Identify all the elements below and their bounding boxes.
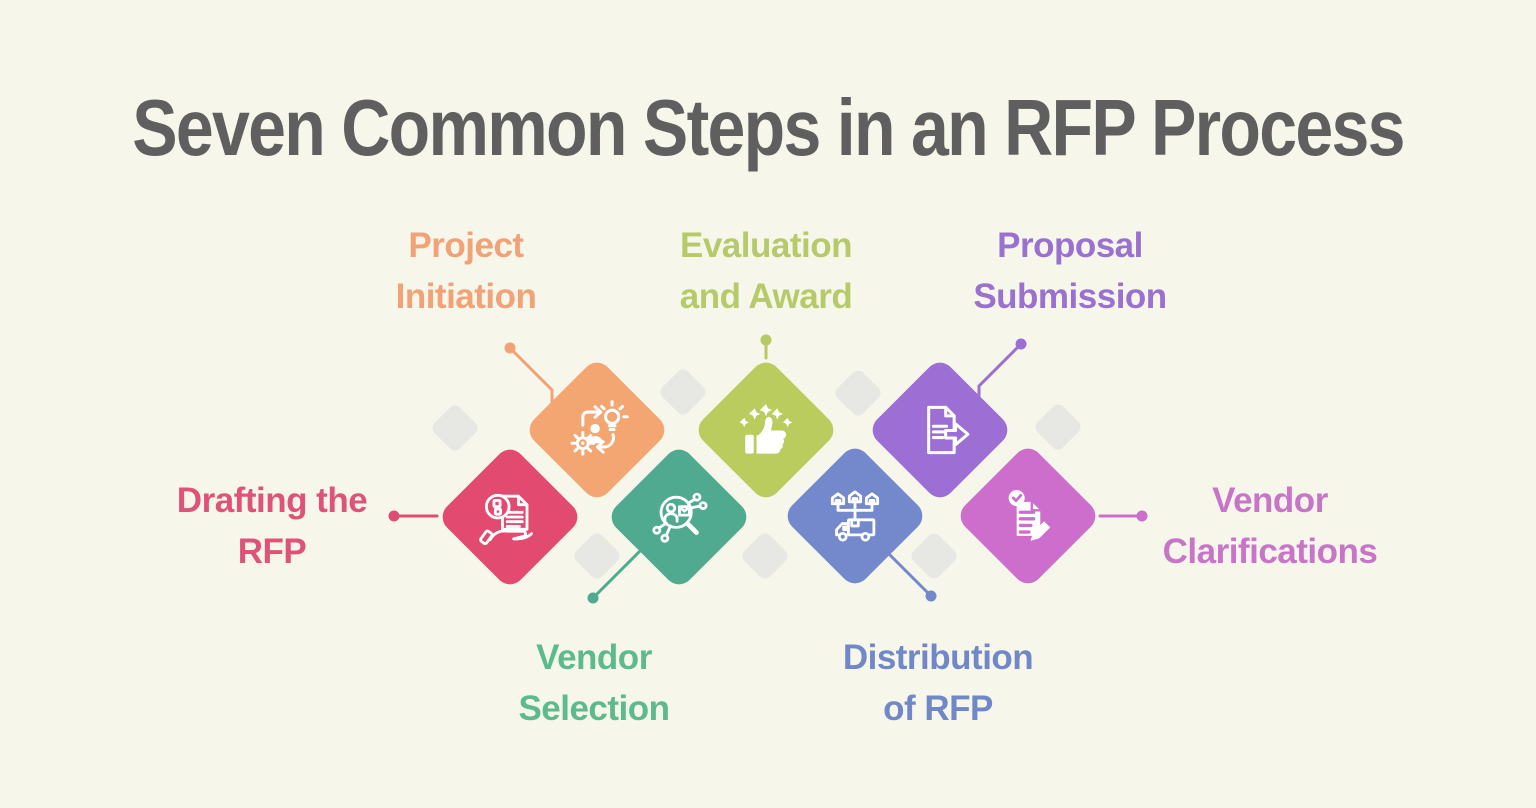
step-label-distribution-rfp: Distribution of RFP [768, 632, 1108, 734]
step-label-proposal-submission: Proposal Submission [900, 220, 1240, 322]
step-label-drafting-rfp: Drafting the RFP [102, 475, 442, 577]
connector-evaluation-award [760, 334, 772, 360]
step-label-line: Selection [518, 689, 670, 728]
step-diamond-vendor-clarifications [954, 442, 1102, 590]
step-diamond-project-initiation [523, 356, 671, 504]
page-title: Seven Common Steps in an RFP Process [132, 83, 1405, 172]
step-diamond-drafting-rfp [436, 443, 584, 591]
step-diamond-vendor-selection [605, 443, 753, 591]
process-cycle-icon [545, 378, 649, 482]
step-diamond-evaluation-award [692, 356, 840, 504]
step-label-line: Clarifications [1162, 532, 1378, 571]
document-submit-icon [888, 378, 992, 482]
step-label-line: Initiation [395, 277, 537, 316]
delivery-truck-icon [803, 464, 907, 568]
connector-project-initiation [504, 342, 554, 404]
hand-document-icon [458, 465, 562, 569]
step-label-line: RFP [237, 532, 307, 571]
step-label-evaluation-award: Evaluation and Award [596, 220, 936, 322]
step-diamond-proposal-submission [866, 356, 1014, 504]
step-label-line: of RFP [883, 689, 993, 728]
magnifier-people-icon [627, 465, 731, 569]
step-label-vendor-clarifications: Vendor Clarifications [1100, 475, 1440, 577]
step-label-line: Distribution [842, 638, 1034, 677]
step-label-project-initiation: Project Initiation [296, 220, 636, 322]
connector-vendor-selection [587, 549, 642, 604]
connector-drafting-rfp [388, 510, 439, 522]
connector-distribution-rfp [888, 553, 937, 602]
step-label-line: Proposal [997, 226, 1143, 265]
thumbs-up-stars-icon [714, 378, 818, 482]
connector-proposal-submission [977, 338, 1027, 399]
step-label-line: Evaluation [680, 226, 852, 265]
step-label-line: Submission [973, 277, 1167, 316]
step-label-line: and Award [679, 277, 853, 316]
step-label-line: Project [408, 226, 524, 265]
checklist-pencil-icon [976, 464, 1080, 568]
step-label-vendor-selection: Vendor Selection [424, 632, 764, 734]
step-label-line: Drafting the [176, 481, 368, 520]
connector-vendor-clarifications [1098, 510, 1148, 522]
step-label-line: Vendor [1212, 481, 1328, 520]
step-label-line: Vendor [536, 638, 652, 677]
step-diamond-distribution-rfp [781, 442, 929, 590]
